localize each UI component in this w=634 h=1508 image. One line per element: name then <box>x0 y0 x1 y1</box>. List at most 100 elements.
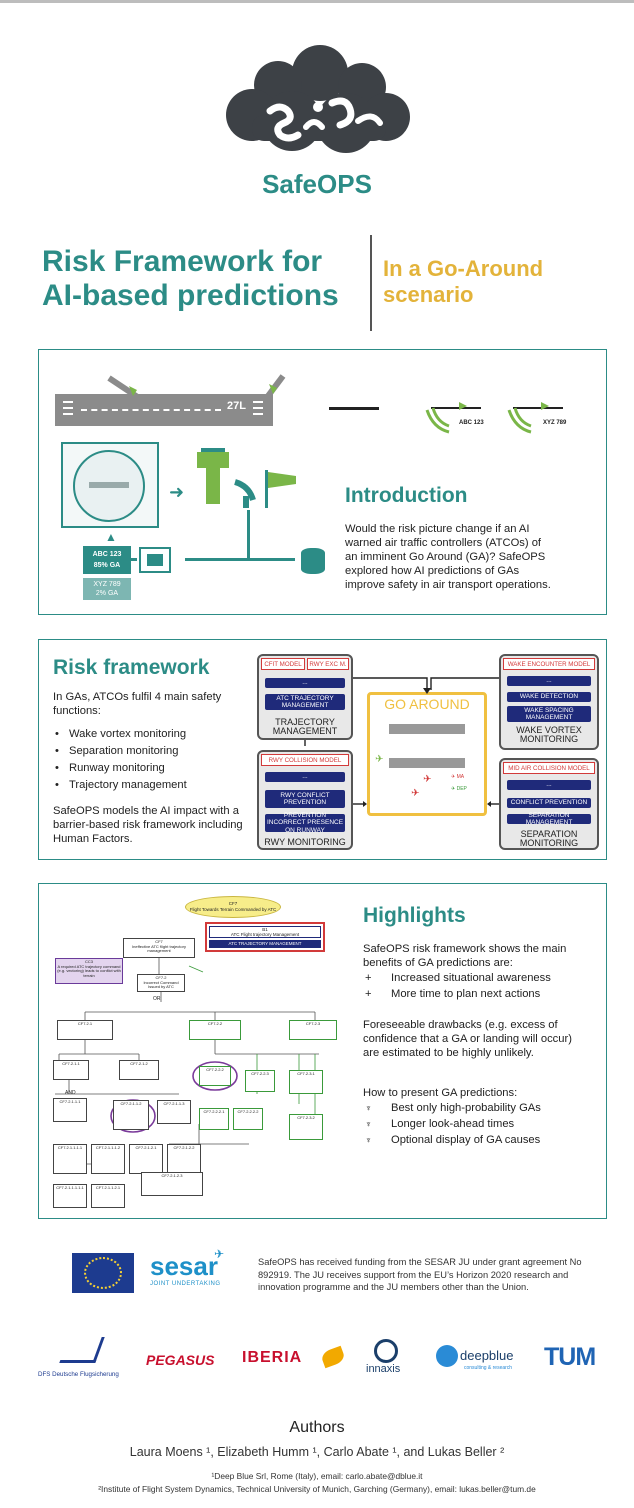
control-tower-icon <box>197 448 229 504</box>
separation-management-barrier: SEPARATION MANAGEMENT <box>507 812 591 826</box>
tree-node: CF7.2.1 <box>57 1020 113 1040</box>
tree-node: CF7.2.1.1.1.2 <box>91 1144 125 1174</box>
eu-stars <box>84 1257 122 1289</box>
subtitle-line-2: scenario <box>383 282 474 307</box>
aircraft-icon: ✈ <box>411 788 420 799</box>
brand-name: SafeOPS <box>262 169 372 199</box>
tree-node: CF7.2.1.1.2.1 <box>91 1184 125 1208</box>
diagram-connectors <box>304 677 499 807</box>
barrier-box: ... <box>507 780 591 790</box>
atc-trajectory-management-barrier: ATC TRAJECTORY MANAGEMENT <box>265 694 345 710</box>
tree-node: CF7.2.2.2.2 <box>233 1108 263 1130</box>
barrier-box: ... <box>507 676 591 686</box>
scales-icon: ♆ <box>365 1119 372 1129</box>
approach-line <box>431 407 481 409</box>
trajectory-management-label: TRAJECTORY MANAGEMENT <box>272 717 338 736</box>
deepblue-subtitle: consulting & research <box>464 1365 513 1371</box>
runway-centerline <box>81 409 221 411</box>
runway-threshold-mark <box>63 401 73 403</box>
presentation-text: Longer look-ahead times <box>391 1118 515 1130</box>
risk-framework-outro: SafeOPS models the AI impact with a barr… <box>53 805 243 845</box>
presentation-list: ♆Best only high-probability GAs ♆ Longer … <box>363 1100 599 1148</box>
sesar-plane-icon: ✈ <box>214 1247 225 1261</box>
barrier-diagram: CFIT MODEL RWY EXC M. ... ATC TRAJECTORY… <box>257 654 601 850</box>
tree-node: CF7.2.1.1.1.1 <box>53 1144 87 1174</box>
authors-heading: Authors <box>289 1419 345 1436</box>
benefits-list: +Increased situational awareness +More t… <box>363 970 599 1002</box>
prediction-card-high: ABC 123 85% GA <box>83 546 131 574</box>
prediction-card-low-value: 2% GA <box>95 590 119 597</box>
barrier-box: ... <box>265 678 345 688</box>
list-item: ♆ Longer look-ahead times <box>363 1116 599 1132</box>
runway-threshold-mark <box>63 413 73 415</box>
dfs-logo: DFS Deutsche Flugsicherung <box>38 1337 134 1387</box>
list-item: ♆Optional display of GA causes <box>363 1132 599 1148</box>
plus-icon: + <box>365 972 372 984</box>
sesar-subtitle: JOINT UNDERTAKING <box>150 1281 221 1287</box>
tree-node: CF7.2.2 <box>189 1020 241 1040</box>
runway-mini <box>389 758 465 768</box>
go-around-box <box>367 692 487 816</box>
title-block: Risk Framework for AI-based predictions <box>42 245 339 313</box>
wake-vortex-block <box>499 654 599 750</box>
tum-logo: TUM <box>544 1343 596 1371</box>
prediction-card-high-flight: ABC 123 <box>92 551 122 558</box>
tree-node: CF7.2.2.2 <box>199 1066 231 1086</box>
wake-encounter-model-box: WAKE ENCOUNTER MODEL <box>503 658 595 670</box>
title-divider <box>370 235 372 331</box>
presentation-text: Best only high-probability GAs <box>391 1102 541 1114</box>
mid-air-collision-model-box: MID AIR COLLISION MODEL <box>503 762 595 774</box>
tree-node: CF7.2.1.1.1 <box>53 1098 87 1122</box>
runway-threshold-mark <box>253 401 263 403</box>
runway-mini <box>389 724 465 734</box>
wake-detection-barrier: WAKE DETECTION <box>507 692 591 702</box>
runway-threshold-mark <box>253 407 263 409</box>
data-flow-line <box>185 558 295 561</box>
runway-monitoring-label: RWY MONITORING <box>264 837 346 847</box>
and-gate: AND <box>65 1090 76 1096</box>
aircraft-label-2: XYZ 789 <box>543 420 567 426</box>
sesar-logo: sesar <box>150 1251 218 1281</box>
tree-node: CF7.2.3.1 <box>289 1070 323 1094</box>
runway-designator: 27L <box>227 400 246 412</box>
tree-node: CF7.2.1.1 <box>53 1060 89 1080</box>
legend-dep: ✈ DEP <box>451 786 467 792</box>
tree-node: CF7.2.1.1.2 <box>113 1100 149 1130</box>
radar-dish-icon <box>234 479 256 508</box>
rwy-collision-model-box: RWY COLLISION MODEL <box>261 754 349 766</box>
approach-line <box>513 407 563 409</box>
aircraft-signal-icon <box>425 402 467 434</box>
conflict-prevention-barrier: CONFLICT PREVENTION <box>507 798 591 808</box>
list-item: +Increased situational awareness <box>363 970 599 986</box>
authors-names: Laura Moens ¹, Elizabeth Humm ¹, Carlo A… <box>129 1445 505 1459</box>
tree-barrier-b1-sub: ATC TRAJECTORY MANAGEMENT <box>209 940 321 948</box>
go-around-title: GO AROUND <box>384 696 470 712</box>
tree-node: CF7.2.1.1.1.1.1 <box>53 1184 87 1208</box>
aircraft-icon: ✈ <box>375 754 384 765</box>
presentation-text: Optional display of GA causes <box>391 1134 541 1146</box>
dfs-mark-icon <box>59 1337 105 1363</box>
wake-spacing-barrier: WAKE SPACING MANAGEMENT <box>507 706 591 722</box>
rwy-conflict-prevention-barrier: RWY CONFLICT PREVENTION <box>265 790 345 808</box>
runway-threshold-mark <box>63 407 73 409</box>
dfs-name: DFS Deutsche Flugsicherung <box>38 1371 119 1378</box>
tree-node: CF7.2.2.3 <box>245 1070 275 1092</box>
highlights-intro: SafeOPS risk framework shows the main be… <box>363 943 567 969</box>
plus-icon: + <box>365 988 372 1000</box>
list-item: ♆Best only high-probability GAs <box>363 1100 599 1116</box>
affiliation-2: ²Institute of Flight System Dynamics, Te… <box>98 1484 536 1494</box>
barrier-box: ... <box>265 772 345 782</box>
tree-node: CF7.2.1.1.3 <box>157 1100 191 1124</box>
wake-vortex-label: WAKE VORTEX MONITORING <box>516 725 582 744</box>
highlights-heading: Highlights <box>363 904 466 927</box>
pegasus-logo: PEGASUS <box>146 1352 215 1368</box>
separation-monitoring-label: SEPARATION MONITORING <box>519 829 579 848</box>
iberia-swoosh-icon <box>319 1345 347 1369</box>
safety-function-list: Wake vortex monitoring Separation monito… <box>55 726 187 794</box>
